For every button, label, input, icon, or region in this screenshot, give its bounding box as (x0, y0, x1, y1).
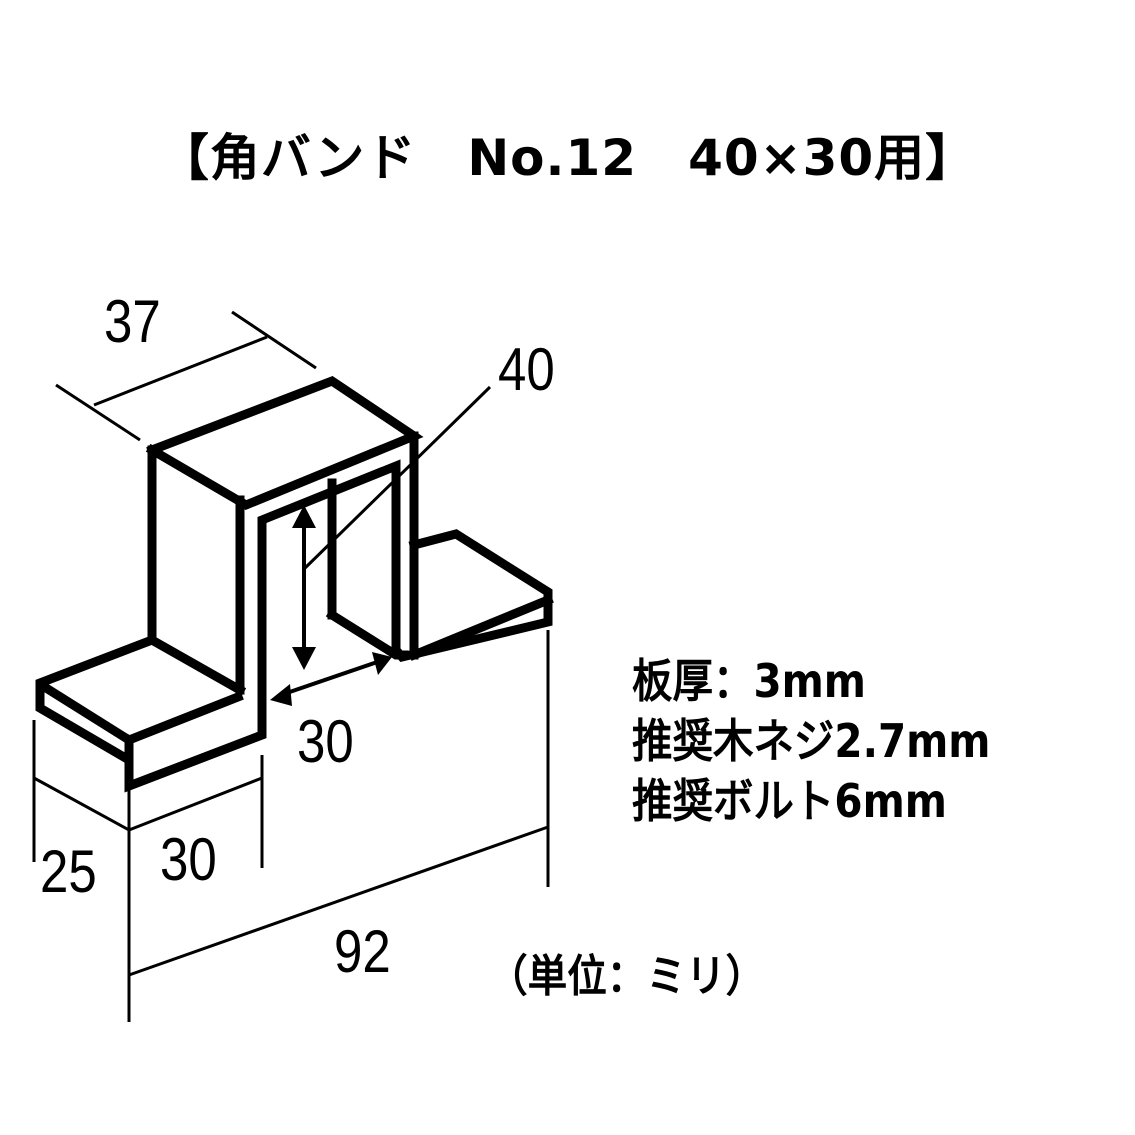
dimension-label-inner-30: 30 (297, 708, 354, 775)
dimension-label-25: 25 (40, 838, 97, 905)
dimension-label-37: 37 (104, 288, 161, 355)
diagram-title: 【角バンド No.12 40×30用】 (158, 129, 977, 187)
dimension-label-flange-30: 30 (160, 826, 217, 893)
spec-bolt: 推奨ボルト6mm (632, 773, 947, 828)
dimension-label-40: 40 (498, 336, 555, 403)
spec-list: 板厚：3mm 推奨木ネジ2.7mm 推奨ボルト6mm (632, 652, 1039, 831)
spec-wood-screw: 推奨木ネジ2.7mm (632, 713, 991, 768)
unit-note: （単位：ミリ） (488, 951, 766, 1002)
bracket-outline (35, 375, 554, 793)
dimension-lines (32, 310, 550, 1022)
leader-line-40 (301, 385, 492, 572)
height-arrow (292, 505, 316, 670)
width-arrow (270, 652, 392, 706)
spec-thickness: 板厚：3mm (632, 654, 866, 708)
dimension-label-92: 92 (334, 918, 391, 985)
